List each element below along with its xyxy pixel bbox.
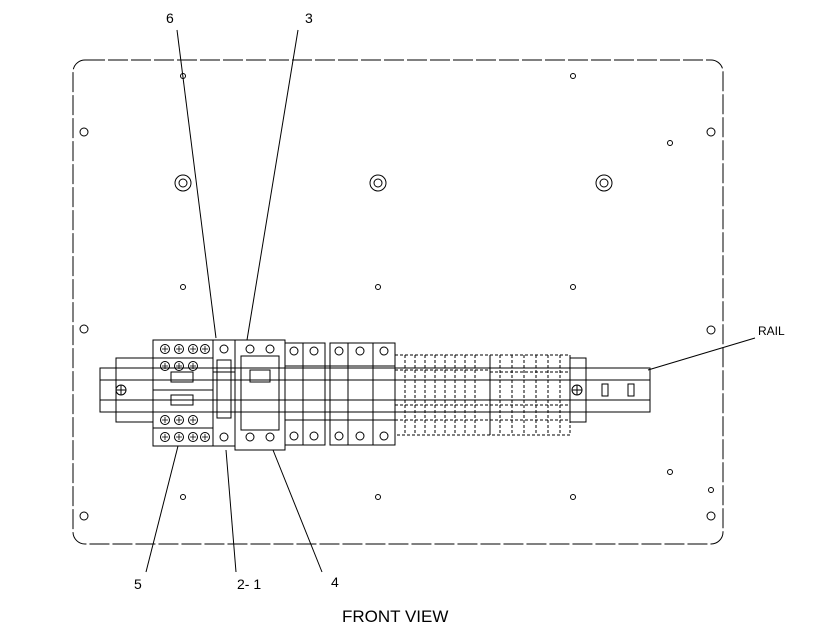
callout-6: 6 (166, 10, 174, 26)
din-rail (99, 357, 651, 423)
contactor-5 (152, 339, 214, 447)
callout-rail: RAIL (758, 324, 785, 338)
terminal-strip (394, 354, 571, 436)
breaker-2-1 (212, 339, 236, 447)
terminal-blocks (284, 342, 396, 446)
standoffs (174, 174, 613, 192)
callout-4: 4 (331, 574, 339, 590)
power-supply-3 (234, 339, 286, 451)
mounting-panel (72, 59, 724, 545)
callout-3: 3 (305, 10, 313, 26)
callout-2-1: 2- 1 (237, 576, 262, 592)
leader-lines (145, 29, 756, 573)
mounting-holes (79, 73, 716, 521)
view-caption: FRONT VIEW (342, 607, 449, 626)
callout-5: 5 (134, 576, 142, 592)
